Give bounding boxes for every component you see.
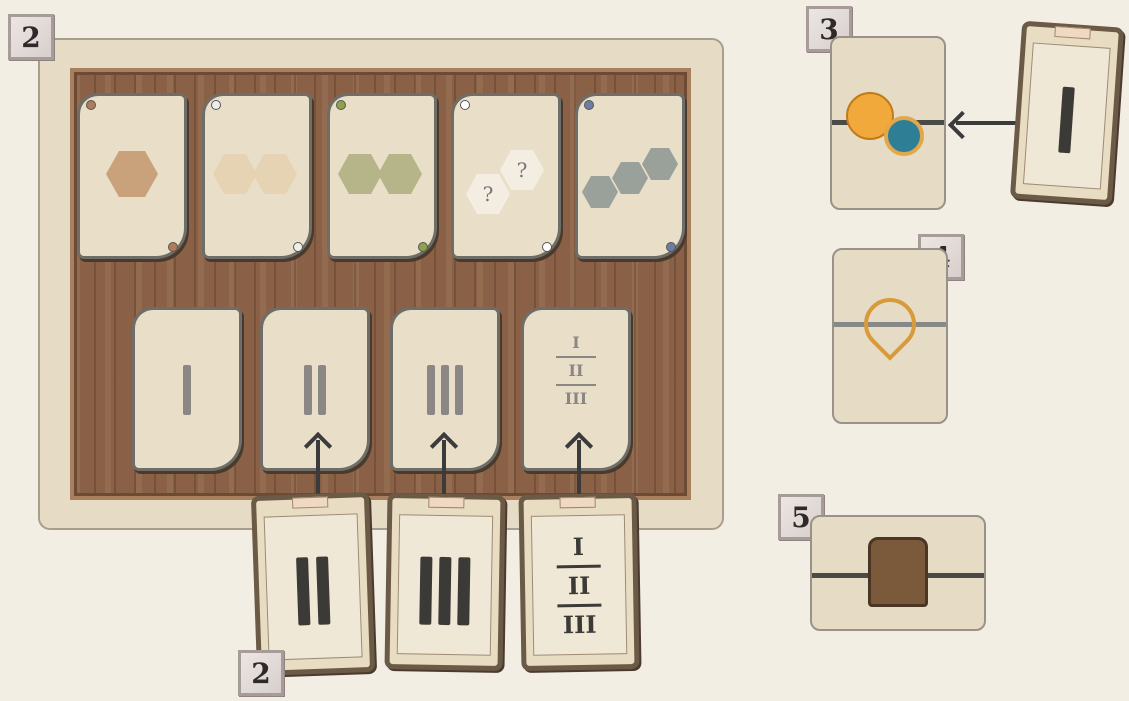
color-dot-icon — [542, 242, 552, 252]
color-dot-icon — [460, 100, 470, 110]
terrain-slot-grassland[interactable] — [330, 96, 434, 256]
step-tag-cards: 2 — [238, 650, 284, 696]
hand-card-III[interactable] — [384, 493, 505, 671]
hand-card-II[interactable] — [251, 492, 375, 676]
roman-I-icon — [135, 360, 239, 420]
sea-hex-icon — [642, 148, 678, 180]
sextant-card[interactable] — [832, 248, 948, 424]
grassland-hex-icon — [338, 154, 382, 194]
color-dot-icon — [336, 100, 346, 110]
color-dot-icon — [666, 242, 676, 252]
compass-card[interactable] — [830, 36, 946, 210]
terrain-slot-unknown[interactable]: ? ? — [454, 96, 558, 256]
terrain-slot-desert[interactable] — [205, 96, 309, 256]
color-dot-icon — [211, 100, 221, 110]
terrain-slot-sea[interactable] — [578, 96, 682, 256]
color-dot-icon — [418, 242, 428, 252]
roman-II-icon — [263, 360, 367, 420]
sea-hex-icon — [612, 162, 648, 194]
unknown-hex-icon: ? — [500, 150, 544, 190]
treasure-chest-icon — [868, 537, 928, 607]
sextant-icon — [853, 287, 927, 361]
color-dot-icon — [168, 242, 178, 252]
slot-I[interactable] — [135, 310, 239, 468]
desert-hex-icon — [253, 154, 297, 194]
treasure-chest-card[interactable] — [810, 515, 986, 631]
terrain-slot-mountain[interactable] — [80, 96, 184, 256]
color-dot-icon — [584, 100, 594, 110]
grassland-hex-icon — [378, 154, 422, 194]
step-tag-board: 2 — [8, 14, 54, 60]
compass-icon — [884, 116, 924, 156]
arrow-left-icon — [948, 111, 976, 139]
sea-hex-icon — [582, 176, 618, 208]
color-dot-icon — [86, 100, 96, 110]
side-card-I[interactable] — [1010, 21, 1124, 206]
color-dot-icon — [293, 242, 303, 252]
unknown-hex-icon: ? — [466, 174, 510, 214]
roman-III-icon — [393, 360, 497, 420]
mountain-hex-icon — [106, 151, 158, 197]
fraction-roman-icon: I II III — [524, 330, 628, 412]
hand-card-I-II-III[interactable]: I II III — [518, 493, 639, 671]
desert-hex-icon — [213, 154, 257, 194]
